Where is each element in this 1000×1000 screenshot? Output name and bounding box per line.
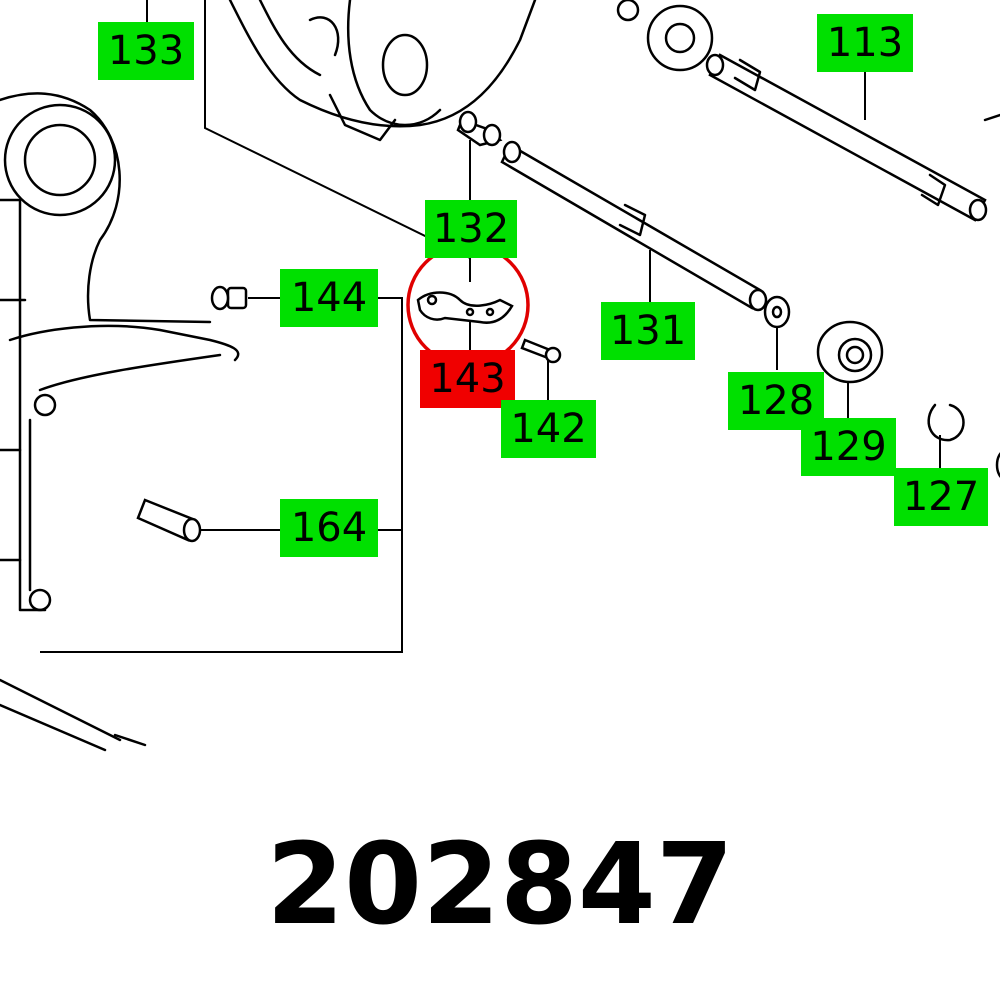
bearing-129 [816, 320, 884, 384]
part-number: 202847 [266, 820, 734, 950]
screw-142 [520, 338, 562, 364]
callout-131[interactable]: 131 [601, 302, 695, 360]
callout-113[interactable]: 113 [817, 14, 913, 72]
callout-129[interactable]: 129 [801, 418, 896, 476]
right-edge-part [983, 113, 1000, 478]
leader-lines [40, 0, 941, 653]
shaft-113 [705, 53, 988, 222]
shaft-131 [500, 140, 768, 312]
callout-143-highlighted[interactable]: 143 [420, 350, 515, 408]
circlip-127 [927, 403, 965, 442]
sleeve-132 [456, 110, 503, 147]
callout-164[interactable]: 164 [280, 499, 378, 557]
pin-164 [136, 498, 202, 543]
callout-133[interactable]: 133 [98, 22, 194, 80]
motor-housing [228, 0, 537, 142]
bolt-144 [210, 285, 248, 311]
gear-frame [0, 92, 240, 752]
bearing-top [616, 0, 714, 72]
washer-128 [763, 295, 791, 329]
callout-127[interactable]: 127 [894, 468, 988, 526]
callout-142[interactable]: 142 [501, 400, 596, 458]
callout-132[interactable]: 132 [425, 200, 517, 258]
spring-plate-143 [416, 291, 514, 324]
callout-144[interactable]: 144 [280, 269, 378, 327]
